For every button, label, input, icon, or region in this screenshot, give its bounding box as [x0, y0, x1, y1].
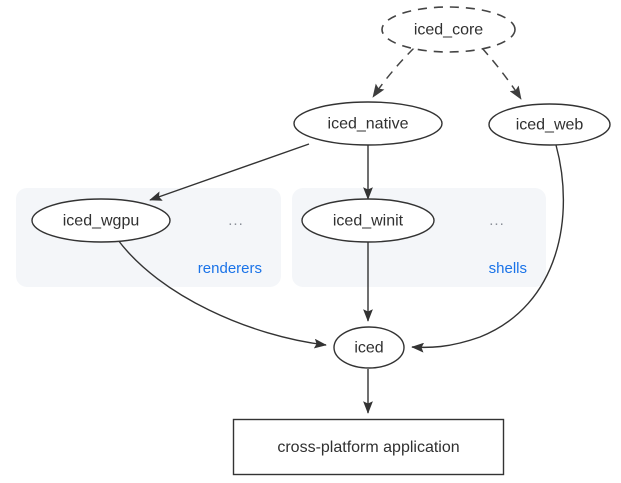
node-iced-native-shape[interactable]	[293, 101, 443, 146]
node-iced-native[interactable]: iced_native	[293, 101, 443, 146]
node-cross-platform-application-shape[interactable]	[232, 418, 505, 476]
node-iced-core-label: iced_core	[414, 22, 483, 39]
node-iced-wgpu-shape[interactable]	[31, 198, 171, 243]
cluster-shells-label: shells	[489, 260, 527, 277]
node-iced-web-shape[interactable]	[488, 103, 611, 146]
edge-line	[481, 47, 522, 100]
node-iced-winit[interactable]: iced_winit	[301, 198, 435, 243]
node-iced-label: iced	[354, 340, 383, 357]
edge-line	[372, 47, 415, 98]
edge-line	[149, 143, 310, 201]
edge-iced_core-to-iced_native	[372, 47, 415, 98]
cluster-renderers-label: renderers	[198, 260, 262, 277]
edge-iced_web-to-iced	[411, 144, 565, 353]
node-iced[interactable]: iced	[333, 326, 405, 369]
node-iced-web-label: iced_web	[516, 117, 584, 134]
node-iced-winit-label: iced_winit	[333, 213, 404, 230]
node-iced-wgpu[interactable]: iced_wgpu	[31, 198, 171, 243]
node-iced-shape[interactable]	[333, 326, 405, 369]
node-iced-native-label: iced_native	[328, 116, 409, 133]
node-iced-web[interactable]: iced_web	[488, 103, 611, 146]
node-cross-platform-application-label: cross-platform application	[277, 439, 459, 456]
cluster-renderers-ellipsis: ...	[228, 212, 244, 229]
node-iced-winit-shape[interactable]	[301, 198, 435, 243]
edge-line	[117, 239, 327, 349]
cluster-shells-ellipsis: ...	[489, 212, 505, 229]
edge-line	[411, 144, 565, 353]
node-cross-platform-application[interactable]: cross-platform application	[232, 418, 505, 476]
node-iced-wgpu-label: iced_wgpu	[63, 213, 140, 230]
edge-iced_wgpu-to-iced	[117, 239, 327, 349]
node-iced-core[interactable]: iced_core	[381, 6, 516, 53]
node-iced-core-shape[interactable]	[381, 6, 516, 53]
edge-iced_core-to-iced_web	[481, 47, 522, 100]
edge-iced_native-to-iced_wgpu	[149, 143, 310, 201]
